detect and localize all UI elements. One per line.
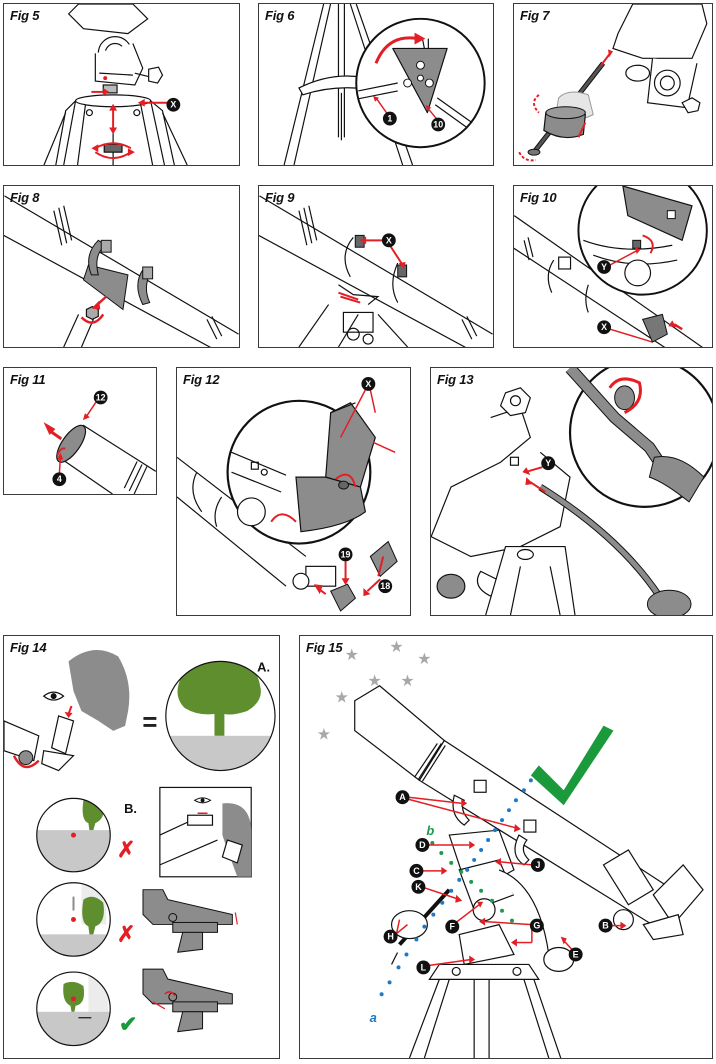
incorrect-mark-icon: ✗ — [117, 837, 135, 862]
view-b-label: B. — [124, 801, 137, 816]
figure-12-panel: Fig 12 X — [176, 367, 411, 616]
figure-8-illustration — [4, 195, 239, 347]
observer-head-silhouette — [68, 650, 130, 731]
svg-text:★: ★ — [389, 637, 403, 656]
figure-10-illustration: Y X — [514, 186, 708, 347]
callout-x-badge — [166, 97, 181, 112]
eye-icon — [42, 691, 65, 701]
figure-9-label: Fig 9 — [265, 190, 295, 205]
callout-4-text: 4 — [57, 474, 62, 484]
view-a-label: A. — [257, 659, 270, 674]
correct-checkmark-icon — [530, 725, 614, 806]
svg-text:★: ★ — [317, 725, 331, 744]
figure-12-illustration: X 19 18 — [177, 376, 398, 612]
figure-13-label: Fig 13 — [437, 372, 474, 387]
callout-y-text: Y — [601, 262, 607, 272]
figure-6-illustration: 1 10 — [283, 4, 486, 165]
figure-9-panel: Fig 9 X — [258, 185, 494, 348]
callout-g: G — [533, 921, 540, 931]
callout-c: C — [413, 866, 420, 876]
figure-11-label: Fig 11 — [10, 372, 46, 387]
view-a-circle — [165, 660, 276, 772]
figure-13-panel: Fig 13 Y — [430, 367, 713, 616]
figure-11-panel: Fig 11 12 4 — [3, 367, 157, 495]
incorrect-mark-icon: ✗ — [117, 921, 135, 946]
equals-sign: = — [142, 709, 157, 737]
svg-text:★: ★ — [345, 645, 359, 664]
callout-j: J — [535, 860, 540, 870]
figure-5-illustration: X — [43, 4, 188, 165]
callout-d: D — [419, 840, 426, 850]
callout-x-text: X — [386, 235, 392, 245]
callout-k: K — [415, 882, 422, 892]
svg-text:★: ★ — [400, 671, 414, 690]
figure-11-illustration: 12 4 — [43, 390, 156, 494]
svg-text:★: ★ — [335, 688, 349, 707]
callout-x-text: X — [601, 322, 607, 332]
alignment-view-1 — [36, 797, 111, 873]
figure-5-panel: Fig 5 — [3, 3, 240, 166]
figure-10-panel: Fig 10 Y X — [513, 185, 713, 348]
svg-text:★: ★ — [368, 671, 382, 690]
callout-f: F — [450, 922, 456, 932]
figure-14-panel: Fig 14 = A. — [3, 635, 280, 1059]
figure-7-illustration — [518, 4, 708, 162]
figure-6-panel: Fig 6 1 10 — [258, 3, 494, 166]
figure-7-label: Fig 7 — [520, 8, 550, 23]
figure-12-label: Fig 12 — [183, 372, 220, 387]
callout-x-text: X — [170, 100, 176, 110]
axis-a-label: a — [370, 1010, 377, 1025]
callout-1-text: 1 — [387, 114, 392, 124]
red-dot-finder-1 — [142, 889, 233, 953]
callout-a: A — [399, 792, 406, 802]
axis-b-dots — [430, 841, 514, 923]
figure-15-panel: Fig 15 ★★★ ★★★ ★ — [299, 635, 713, 1059]
figure-15-label: Fig 15 — [306, 640, 343, 655]
callout-l: L — [421, 962, 427, 972]
polar-axis-a-dots — [379, 778, 533, 997]
correct-checkmark-icon: ✔ — [119, 1012, 137, 1037]
callout-10-text: 10 — [433, 120, 443, 130]
alignment-view-3 — [36, 971, 111, 1047]
callout-e: E — [573, 949, 579, 959]
callout-x-text: X — [365, 379, 371, 389]
figure-14-label: Fig 14 — [10, 640, 47, 655]
axis-b-label: b — [426, 823, 434, 838]
callout-b: B — [602, 921, 609, 931]
figure-15-illustration: ★★★ ★★★ ★ — [317, 637, 704, 1058]
figure-14-illustration: = A. B. — [4, 650, 276, 1047]
svg-text:★: ★ — [417, 649, 431, 668]
callout-12-text: 12 — [96, 393, 106, 403]
callout-y-text: Y — [545, 458, 551, 468]
figure-13-illustration: Y — [431, 368, 712, 615]
figure-6-label: Fig 6 — [265, 8, 295, 23]
stars-decoration: ★★★ ★★★ ★ — [317, 637, 432, 744]
callout-19-text: 19 — [341, 549, 351, 559]
callout-h: H — [387, 932, 393, 942]
figure-7-panel: Fig 7 — [513, 3, 713, 166]
alignment-view-2 — [36, 882, 111, 957]
callout-18-text: 18 — [380, 581, 390, 591]
red-dot-finder-2 — [142, 968, 233, 1033]
callout-badges: A D C J K F G H B E L — [383, 790, 613, 975]
figure-8-panel: Fig 8 — [3, 185, 240, 348]
figure-10-label: Fig 10 — [520, 190, 557, 205]
figure-5-label: Fig 5 — [10, 8, 40, 23]
figure-9-illustration: X — [259, 195, 493, 347]
figure-8-label: Fig 8 — [10, 190, 40, 205]
